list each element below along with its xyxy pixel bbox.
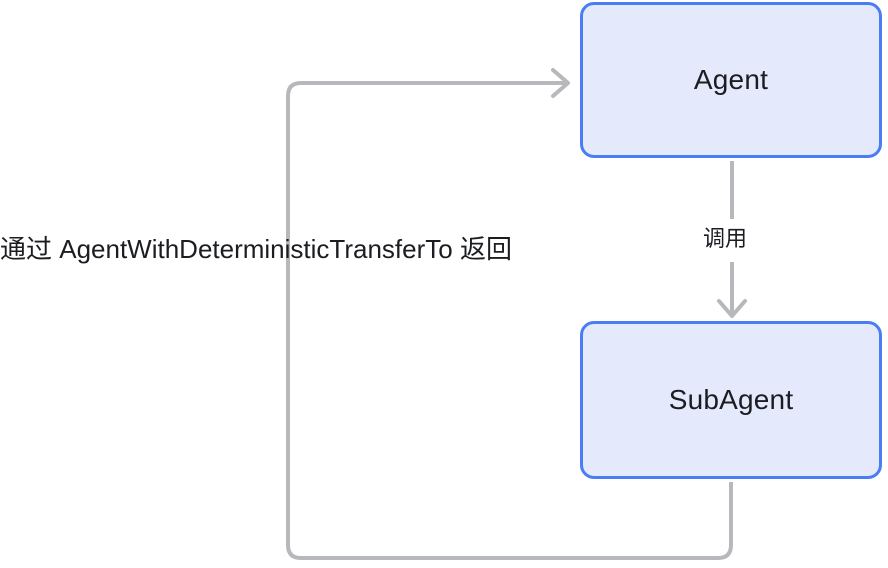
node-subagent[interactable]: SubAgent	[580, 321, 882, 479]
return-edge-arrowhead-icon	[551, 68, 570, 98]
edge-agent-to-subagent	[717, 161, 747, 318]
edge-label-call: 调用	[703, 226, 748, 251]
return-edge-path	[286, 81, 733, 560]
node-agent[interactable]: Agent	[580, 2, 882, 158]
node-subagent-label: SubAgent	[668, 384, 794, 415]
node-agent-label: Agent	[693, 64, 769, 95]
edge-label-return: 通过 AgentWithDeterministicTransferTo 返回	[0, 234, 512, 264]
call-edge-arrowhead-icon	[717, 299, 747, 318]
edge-subagent-to-agent	[286, 68, 733, 560]
